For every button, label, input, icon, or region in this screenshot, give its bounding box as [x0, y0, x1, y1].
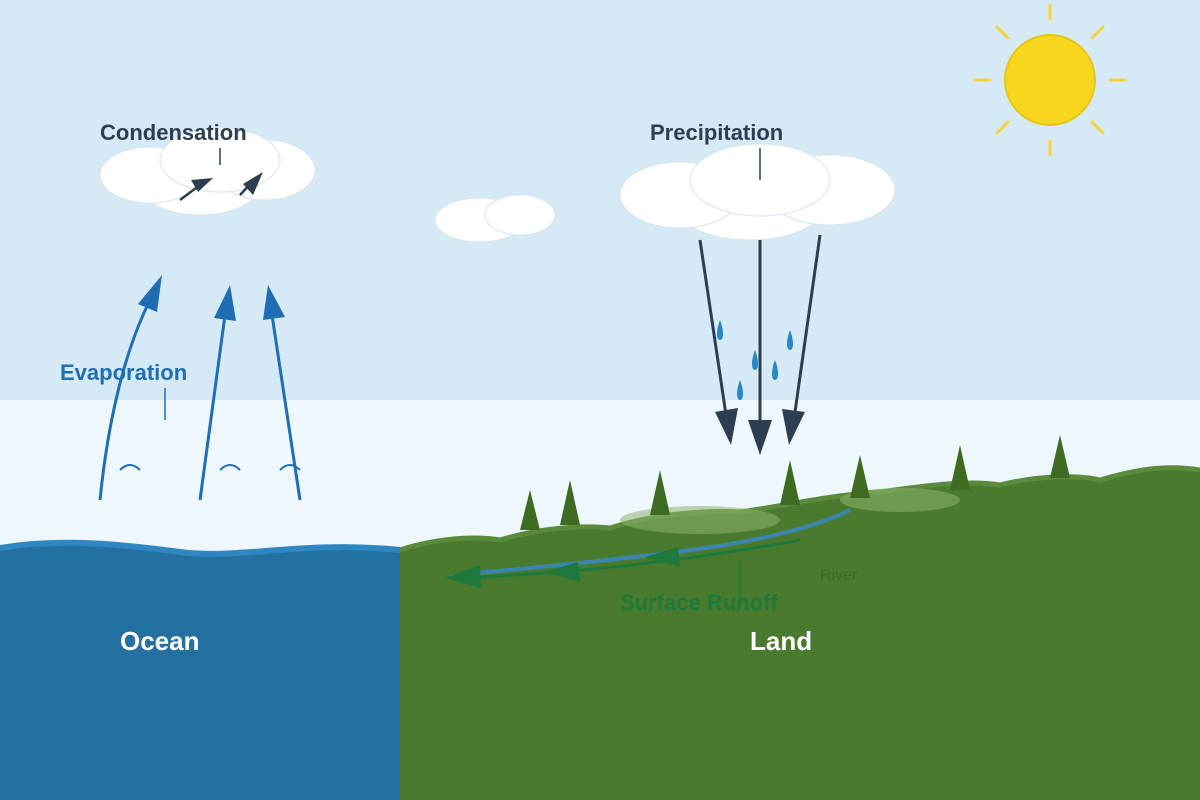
evaporation-label: Evaporation — [60, 360, 187, 385]
river-label: River — [820, 567, 858, 584]
cloud-icon — [619, 143, 896, 241]
cloud-icon — [434, 194, 556, 243]
evaporation-arrows — [98, 275, 302, 501]
surface-runoff-label: Surface Runoff — [620, 590, 778, 615]
condensation-arrows — [179, 172, 263, 201]
precipitation-label: Precipitation — [650, 120, 783, 145]
raindrop-icon — [717, 320, 793, 400]
ocean-area — [0, 539, 401, 800]
runoff-arrows — [445, 538, 801, 588]
land-label: Land — [750, 626, 812, 656]
condensation-label: Condensation — [100, 120, 247, 145]
river-path — [449, 508, 851, 579]
land-area — [399, 465, 1200, 800]
sun-icon — [973, 3, 1127, 157]
steam-curls — [119, 464, 301, 471]
ocean-label: Ocean — [120, 626, 200, 656]
precipitation-arrows — [698, 234, 822, 455]
tree-icon — [520, 435, 1070, 530]
